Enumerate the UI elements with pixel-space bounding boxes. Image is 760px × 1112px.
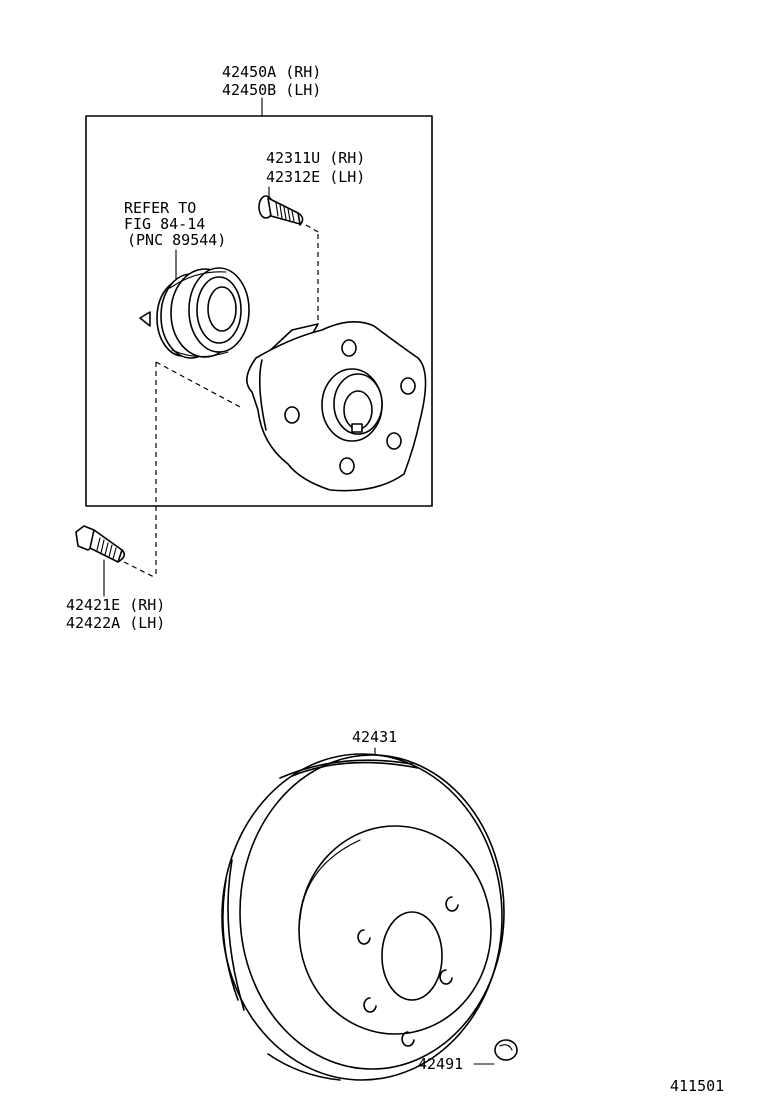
hub-bolt-dash (305, 224, 319, 233)
bearing-note-line1: REFER TO (124, 199, 196, 217)
alignment-dash-bolt (123, 561, 157, 579)
bearing-note-line3: (PNC 89544) (127, 231, 226, 249)
brake-disc-part (221, 753, 505, 1081)
axle-hub-part (246, 321, 427, 492)
hub-bolt-label-lh: 42312E (LH) (266, 168, 365, 186)
mounting-bolt-label-rh: 42421E (RH) (66, 596, 165, 614)
hub-assembly-label-lh: 42450B (LH) (222, 81, 321, 99)
hub-assembly-label-rh: 42450A (RH) (222, 63, 321, 81)
hub-bolt-label-rh: 42311U (RH) (266, 149, 365, 167)
bearing-part (139, 267, 250, 359)
alignment-dash-diagonal (155, 361, 243, 409)
disc-label: 42431 (352, 728, 397, 746)
figure-id: 411501 (670, 1077, 724, 1095)
bearing-note-line2: FIG 84-14 (124, 215, 205, 233)
hub-bolt-part (258, 195, 304, 226)
hub-assembly-box (85, 115, 433, 507)
mounting-bolt-label-lh: 42422A (LH) (66, 614, 165, 632)
plug-part (494, 1039, 518, 1061)
mounting-bolt-part (75, 525, 126, 563)
plug-label: 42491 (418, 1055, 463, 1073)
